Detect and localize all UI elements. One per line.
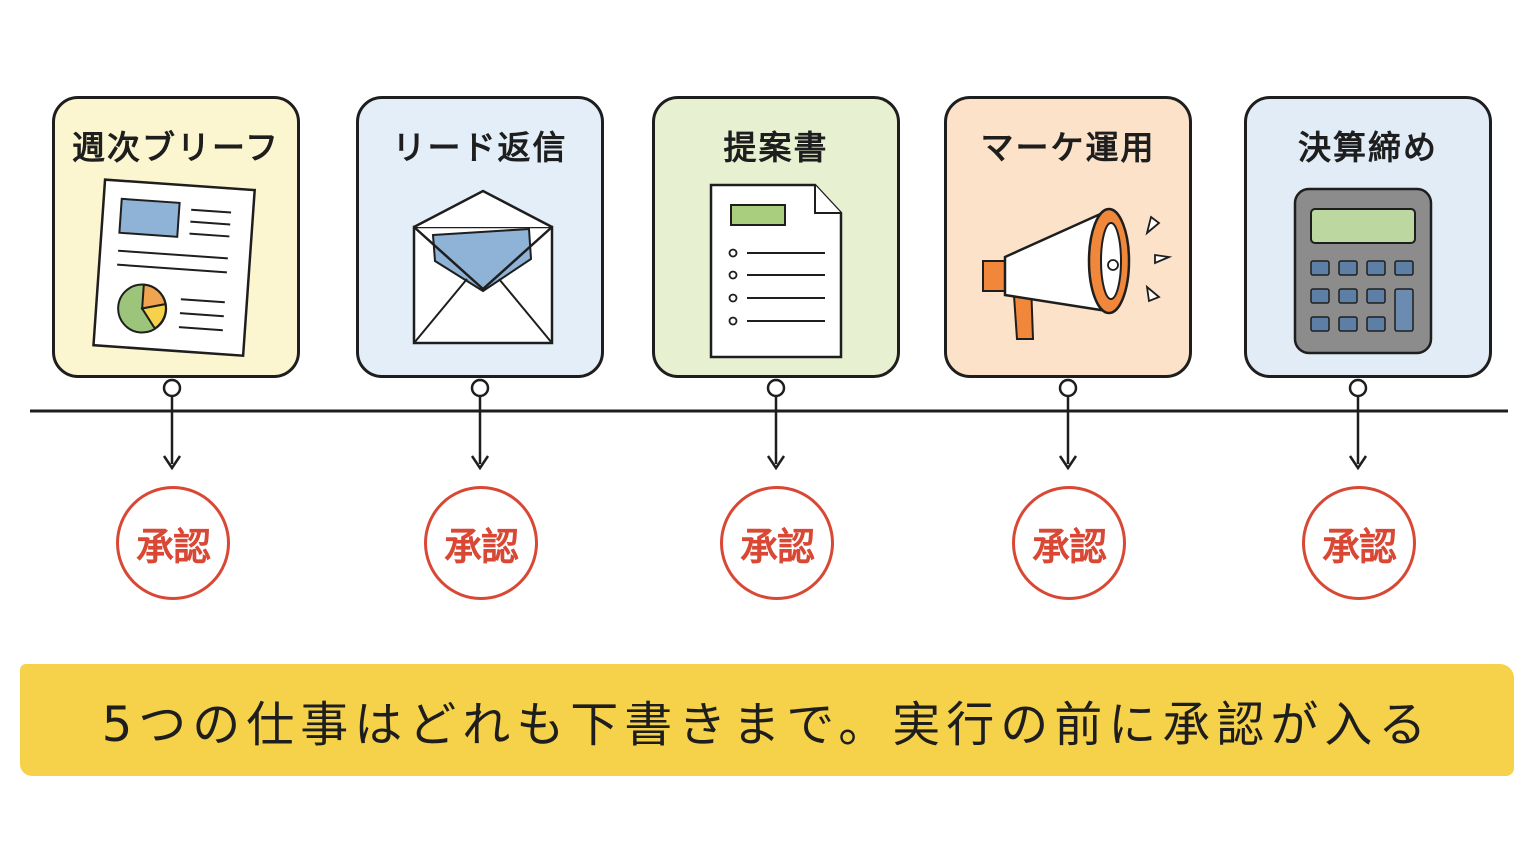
stamp-text: 承認	[135, 524, 211, 569]
report-icon	[92, 178, 257, 358]
task-card-lead-reply: リード返信	[356, 96, 604, 378]
approval-stamp: 承認	[424, 486, 538, 600]
approval-stamp: 承認	[1012, 486, 1126, 600]
approval-stamp: 承認	[720, 486, 834, 600]
arrow-down-icon	[162, 455, 182, 471]
calculator-icon	[1293, 187, 1433, 355]
stamp-text: 承認	[739, 524, 815, 569]
stamp-text: 承認	[443, 524, 519, 569]
summary-text: 5つの仕事はどれも下書きまで。実行の前に承認が入る	[101, 697, 1433, 753]
task-card-marketing: マーケ運用	[944, 96, 1192, 378]
stamp-text: 承認	[1031, 524, 1107, 569]
arrow-down-icon	[470, 455, 490, 471]
arrow-down-icon	[1058, 455, 1078, 471]
document-icon	[709, 183, 843, 359]
task-title: 提案書	[723, 128, 829, 167]
timeline-node	[1348, 378, 1368, 398]
timeline-node	[1058, 378, 1078, 398]
megaphone-icon	[982, 207, 1173, 340]
task-title: 決算締め	[1298, 128, 1438, 167]
task-title: リード返信	[392, 128, 568, 167]
task-title: 週次ブリーフ	[71, 128, 281, 167]
task-card-closing: 決算締め	[1244, 96, 1492, 378]
arrow-down-icon	[766, 455, 786, 471]
approval-stamp: 承認	[116, 486, 230, 600]
stamp-text: 承認	[1321, 524, 1397, 569]
approval-stamp: 承認	[1302, 486, 1416, 600]
timeline-node	[470, 378, 490, 398]
arrow-down-icon	[1348, 455, 1368, 471]
task-card-proposal: 提案書	[652, 96, 900, 378]
timeline-node	[766, 378, 786, 398]
task-card-weekly-brief: 週次ブリーフ	[52, 96, 300, 378]
connectors	[162, 378, 1368, 471]
task-title: マーケ運用	[980, 128, 1156, 167]
timeline-node	[162, 378, 182, 398]
envelope-icon	[412, 189, 554, 345]
summary-banner: 5つの仕事はどれも下書きまで。実行の前に承認が入る	[20, 664, 1514, 776]
